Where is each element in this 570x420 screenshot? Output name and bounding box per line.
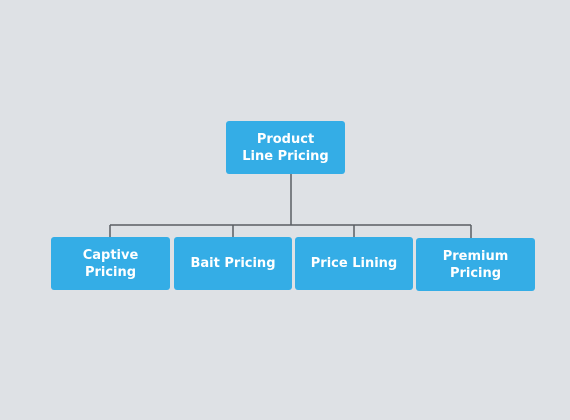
node-product-line-pricing: Product Line Pricing: [226, 121, 345, 174]
node-label: Product Line Pricing: [242, 131, 329, 164]
node-bait-pricing: Bait Pricing: [174, 237, 292, 290]
node-price-lining: Price Lining: [295, 237, 413, 290]
node-label: Premium Pricing: [442, 248, 509, 281]
node-premium-pricing: Premium Pricing: [416, 238, 535, 291]
node-label: Bait Pricing: [190, 256, 276, 271]
node-captive-pricing: Captive Pricing: [51, 237, 170, 290]
node-label: Captive Pricing: [82, 247, 139, 280]
node-label: Price Lining: [310, 256, 398, 271]
